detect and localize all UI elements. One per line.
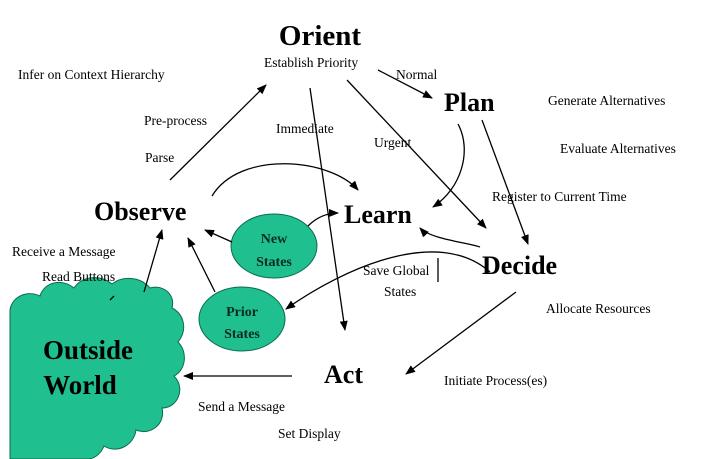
node-decide: Decide — [482, 251, 557, 280]
label-evaluate-alternatives: Evaluate Alternatives — [560, 141, 676, 156]
prior-states-label-1: Prior — [226, 305, 258, 320]
outside-world-cloud — [9, 277, 185, 459]
new-states-circle — [230, 213, 318, 279]
label-register-time: Register to Current Time — [492, 189, 627, 204]
prior-states-label-2: States — [224, 327, 260, 342]
edge-decide-learn — [419, 227, 481, 248]
node-orient: Orient — [279, 20, 361, 52]
label-initiate-process: Initiate Process(es) — [444, 373, 547, 388]
outside-world-label-1: Outside — [43, 335, 133, 365]
edge-newstates-observe — [204, 229, 233, 243]
node-act: Act — [324, 360, 363, 389]
node-observe: Observe — [94, 197, 186, 226]
edge-orient-plan — [377, 69, 433, 99]
label-set-display: Set Display — [278, 426, 341, 441]
label-send-message: Send a Message — [198, 399, 285, 414]
edge-plan-learn — [432, 123, 465, 208]
label-immediate: Immediate — [276, 121, 334, 136]
edge-decide-priorstates — [285, 251, 491, 310]
outside-world-label-2: World — [43, 370, 117, 400]
label-normal: Normal — [396, 67, 437, 82]
label-save-global: Save Global — [363, 263, 430, 278]
label-states: States — [384, 284, 416, 299]
label-parse: Parse — [145, 150, 174, 165]
new-states-label-1: New — [261, 232, 288, 247]
edge-newstates-learn — [307, 209, 339, 227]
label-allocate-resources: Allocate Resources — [546, 301, 651, 316]
label-read-buttons: Read Buttons — [42, 269, 115, 284]
label-establish-priority: Establish Priority — [264, 55, 358, 70]
label-receive-message: Receive a Message — [12, 244, 115, 259]
edge-priorstates-observe — [187, 237, 216, 293]
prior-states-circle — [198, 286, 286, 352]
label-infer-context: Infer on Context Hierarchy — [18, 67, 165, 82]
edge-plan-decide — [481, 119, 529, 245]
node-plan: Plan — [444, 88, 495, 117]
edge-outside-observe — [143, 229, 164, 293]
edge-orient-act — [309, 87, 348, 331]
edge-observe-orient — [169, 84, 267, 181]
edge-decide-act — [405, 291, 517, 375]
node-learn: Learn — [344, 200, 412, 229]
edge-observe-learn — [211, 163, 359, 197]
edge-outside-observe-2 — [109, 295, 115, 301]
label-urgent: Urgent — [374, 135, 411, 150]
label-generate-alternatives: Generate Alternatives — [548, 93, 665, 108]
edge-orient-decide — [346, 79, 487, 229]
label-pre-process: Pre-process — [144, 113, 207, 128]
new-states-label-2: States — [256, 255, 292, 270]
